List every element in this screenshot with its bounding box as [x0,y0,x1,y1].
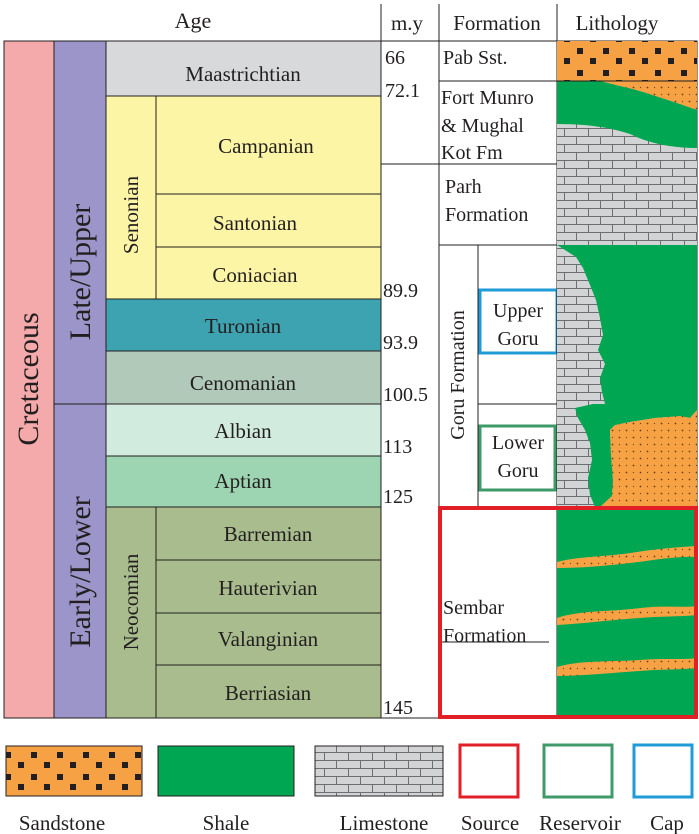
campanian-label: Campanian [218,134,314,158]
campanian-block [155,95,382,195]
age-89-9: 89.9 [383,280,418,302]
coniacian-label: Coniacian [212,263,298,287]
upper-goru-line1: Upper [493,300,543,322]
turonian-label: Turonian [205,314,282,338]
legend-limestone-swatch [314,745,444,797]
age-column: Cretaceous Late/Upper Early/Lower Senoni… [3,40,382,719]
age-145: 145 [383,697,413,719]
my-column: 66 72.1 89.9 93.9 100.5 113 125 145 [380,40,440,719]
lower-goru-shale [575,404,697,507]
header-lithology: Lithology [576,11,659,35]
lower-goru-sandstone [600,410,697,507]
age-72-1: 72.1 [385,80,420,102]
age-100-5: 100.5 [383,384,428,406]
age-113: 113 [383,436,412,458]
fort-munro-line3: Kot Fm [441,142,503,164]
turonian-block [105,298,382,352]
barremian-label: Barremian [224,522,313,546]
neocomian-block [105,506,157,719]
albian-label: Albian [214,419,272,443]
pab-sst-label: Pab Sst. [443,47,507,69]
maastrichtian-block [105,40,382,97]
header-my: m.y [391,11,424,35]
legend-limestone-label: Limestone [340,811,429,834]
sembar-sand-lens-1 [557,546,697,568]
fort-munro-shale [557,81,697,148]
legend-shale-label: Shale [203,811,250,834]
legend-source-label: Source [461,811,519,834]
age-66: 66 [385,47,405,69]
legend-sandstone-label: Sandstone [19,811,105,834]
lower-goru-line2: Goru [497,460,538,482]
reservoir-box-lower-goru [478,424,557,492]
senonian-block [105,95,157,300]
header-row: Age m.y Formation Lithology [4,4,697,42]
sembar-line2: Formation [443,625,526,647]
header-age: Age [175,8,212,33]
source-box-sembar [438,506,698,719]
legend-reservoir-swatch [542,743,614,799]
header-formation: Formation [453,11,541,35]
cenomanian-block [105,350,382,405]
albian-block [105,403,382,457]
cretaceous-label: Cretaceous [12,312,45,445]
fort-munro-line2: & Mughal [441,115,524,137]
legend-shale-swatch [157,745,295,797]
legend-cap-swatch [632,743,694,799]
lower-goru-line1: Lower [492,432,545,454]
legend-sandstone-swatch [5,745,143,797]
parh-line2: Formation [445,204,528,226]
senonian-label: Senonian [119,175,143,254]
fort-munro-sandstone-wedge [600,81,697,110]
cretaceous-block [3,40,55,719]
neocomian-label: Neocomian [119,553,143,650]
barremian-block [155,506,382,561]
upper-goru-shale [557,245,697,404]
lithology-column [556,40,698,719]
goru-formation-label: Goru Formation [447,310,469,439]
formation-column-box [438,40,558,719]
fort-munro-line1: Fort Munro [441,87,534,109]
aptian-block [105,455,382,508]
sembar-sand-lens-3 [557,658,697,676]
early-lower-block [53,403,107,719]
parh-line1: Parh [445,176,482,198]
santonian-label: Santonian [213,211,297,235]
cenomanian-label: Cenomanian [190,371,297,395]
age-93-9: 93.9 [383,332,418,354]
hauterivian-label: Hauterivian [218,576,318,600]
formation-column: Pab Sst. Fort Munro & Mughal Kot Fm Parh… [381,40,559,719]
legend-cap-label: Cap [650,811,684,834]
age-125: 125 [383,486,413,508]
legend-source-swatch [458,743,520,799]
sembar-line1: Sembar [443,597,504,619]
upper-goru-line2: Goru [497,328,538,350]
early-lower-label: Early/Lower [64,496,97,648]
maastrichtian-label: Maastrichtian [185,62,301,86]
valanginian-label: Valanginian [218,627,319,651]
valanginian-block [155,612,382,666]
aptian-label: Aptian [214,469,272,493]
legend: Sandstone Shale Limestone Source Reservo… [5,743,694,834]
late-upper-label: Late/Upper [64,204,97,341]
berriasian-label: Berriasian [225,681,312,705]
pab-sandstone [557,41,697,81]
legend-reservoir-label: Reservoir [539,811,621,834]
my-column-box [380,40,440,719]
sembar-sand-lens-2 [557,606,697,625]
